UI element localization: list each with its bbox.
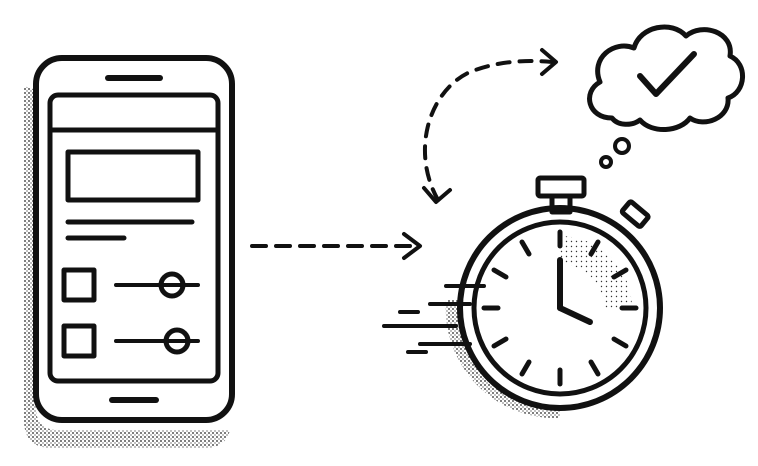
stopwatch-case bbox=[457, 205, 663, 411]
slider-icon bbox=[158, 271, 186, 299]
settings-form-icon bbox=[61, 149, 201, 359]
slider-icon bbox=[163, 327, 191, 355]
stopwatch-ticks bbox=[481, 229, 639, 387]
speed-lines-icon bbox=[382, 284, 486, 354]
stopwatch-stem bbox=[549, 193, 573, 215]
smartphone-icon bbox=[24, 55, 235, 448]
phone-shadow bbox=[24, 86, 230, 448]
stopwatch-dial bbox=[471, 219, 649, 397]
phone-body bbox=[33, 55, 235, 423]
stopwatch-inner-shade bbox=[560, 236, 632, 308]
flow-arrow-head bbox=[402, 232, 422, 260]
checkbox-icon bbox=[61, 267, 97, 303]
stopwatch-minute-hand bbox=[557, 305, 593, 325]
phone-screen bbox=[47, 92, 221, 384]
loop-arrow-head-top bbox=[540, 48, 558, 76]
checkmark-icon bbox=[637, 51, 697, 97]
thought-bubble-icon bbox=[587, 24, 745, 169]
loop-arrow-head-bottom bbox=[422, 186, 452, 204]
loop-arrow-path bbox=[422, 59, 554, 202]
stopwatch-side-button bbox=[619, 199, 651, 229]
stopwatch-crown bbox=[535, 175, 587, 199]
stopwatch-icon bbox=[445, 175, 663, 419]
checkbox-icon bbox=[61, 323, 97, 359]
screen-text-box bbox=[65, 149, 201, 203]
dashed-arrow-icon bbox=[250, 232, 422, 260]
curved-dashed-arrow-icon bbox=[422, 48, 558, 204]
thought-bubble-dot-small bbox=[599, 155, 613, 169]
thought-bubble-dot-large bbox=[613, 137, 631, 155]
thought-bubble-cloud bbox=[587, 24, 745, 132]
